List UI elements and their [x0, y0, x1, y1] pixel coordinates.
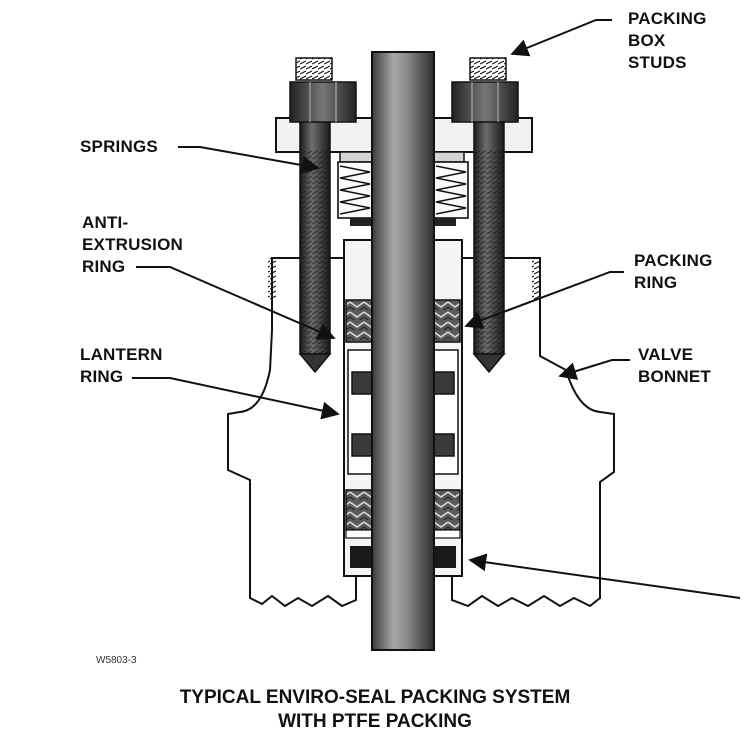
label-valve-bonnet: VALVE BONNET: [638, 345, 711, 386]
leader-packing-box-studs: [510, 19, 612, 57]
lantern-ring: [347, 349, 459, 475]
diagram-caption: TYPICAL ENVIRO-SEAL PACKING SYSTEM WITH …: [179, 687, 571, 732]
springs: [337, 161, 469, 219]
leader-springs: [178, 146, 320, 175]
leader-lantern-ring: [132, 377, 340, 420]
label-lantern-ring: LANTERN RING: [80, 345, 163, 386]
lower-packing-set: [345, 489, 375, 531]
left-packing-box-stud: [289, 57, 357, 374]
packing-box-ring: [350, 546, 374, 568]
leader-anti-extrusion: [136, 266, 336, 340]
leader-valve-bonnet: [558, 359, 630, 380]
valve-stem: [371, 51, 435, 651]
leader-packing-ring: [464, 271, 624, 329]
label-anti-extrusion-ring: ANTI- EXTRUSION RING: [82, 213, 183, 276]
label-packing-box-studs: PACKING BOX STUDS: [628, 9, 707, 72]
label-springs: SPRINGS: [80, 137, 158, 156]
label-packing-ring: PACKING RING: [634, 251, 713, 292]
upper-packing-set: [345, 299, 375, 343]
leader-packing-box-ring: [468, 553, 741, 599]
drawing-id: W5803-3: [96, 655, 137, 666]
